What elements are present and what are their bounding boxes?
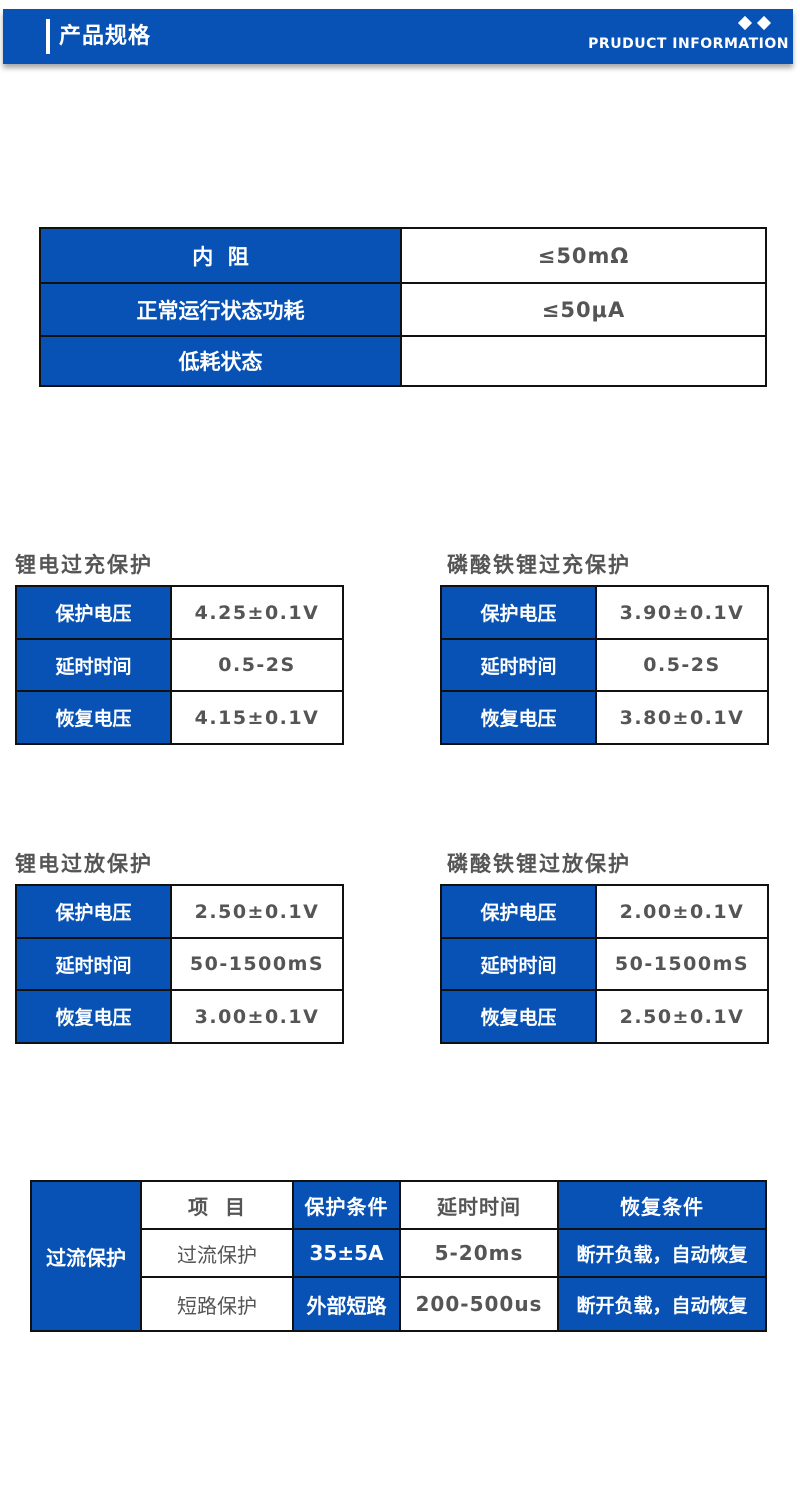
spec-label: 延时时间 <box>15 937 172 991</box>
spec-value: 3.90±0.1V <box>595 585 769 640</box>
diamond-decoration <box>737 15 772 31</box>
item-cell: 短路保护 <box>140 1276 294 1332</box>
spec-label: 恢复电压 <box>440 989 597 1044</box>
table-row: 延时时间 0.5-2S <box>440 638 769 692</box>
spec-value <box>400 335 767 387</box>
table-row: 恢复电压 3.80±0.1V <box>440 690 769 745</box>
spec-value: 4.25±0.1V <box>170 585 344 640</box>
table-row: 内 阻 ≤50mΩ <box>40 227 767 284</box>
table-row: 过流保护 35±5A 5-20ms 断开负载，自动恢复 <box>31 1228 767 1278</box>
spec-value: 4.15±0.1V <box>170 690 344 745</box>
li-overdischarge-title: 锂电过放保护 <box>15 852 153 876</box>
spec-label: 保护电压 <box>15 585 172 640</box>
column-header-item: 项 目 <box>140 1180 294 1230</box>
spec-value: ≤50mΩ <box>400 227 767 284</box>
spec-value: 50-1500mS <box>170 937 344 991</box>
section-header: 产品规格 PRUDUCT INFORMATION <box>3 9 793 64</box>
column-header-condition: 保护条件 <box>292 1180 401 1230</box>
table-row: 保护电压 3.90±0.1V <box>440 585 769 640</box>
table-row: 低耗状态 <box>40 335 767 387</box>
diamond-icon <box>737 15 753 31</box>
lfp-overcharge-title: 磷酸铁锂过充保护 <box>447 553 631 577</box>
overcurrent-table: 过流保护 项 目 保护条件 延时时间 恢复条件 过流保护 35±5A 5-20m… <box>30 1180 767 1332</box>
spec-value: ≤50μA <box>400 282 767 337</box>
lfp-overcharge-table: 保护电压 3.90±0.1V 延时时间 0.5-2S 恢复电压 3.80±0.1… <box>440 585 769 745</box>
spec-label: 延时时间 <box>440 937 597 991</box>
spec-label: 低耗状态 <box>40 335 402 387</box>
header-subtitle-en: PRUDUCT INFORMATION <box>588 36 789 52</box>
table-row: 保护电压 2.50±0.1V <box>15 884 344 939</box>
spec-label: 保护电压 <box>15 884 172 939</box>
header-accent-bar <box>46 19 50 54</box>
page-title: 产品规格 <box>59 24 152 49</box>
recovery-cell: 断开负载，自动恢复 <box>557 1228 767 1278</box>
spec-label: 恢复电压 <box>15 989 172 1044</box>
column-header-delay: 延时时间 <box>399 1180 559 1230</box>
li-overcharge-table: 保护电压 4.25±0.1V 延时时间 0.5-2S 恢复电压 4.15±0.1… <box>15 585 344 745</box>
table-row: 保护电压 4.25±0.1V <box>15 585 344 640</box>
spec-value: 50-1500mS <box>595 937 769 991</box>
li-overdischarge-table: 保护电压 2.50±0.1V 延时时间 50-1500mS 恢复电压 3.00±… <box>15 884 344 1044</box>
spec-label: 延时时间 <box>440 638 597 692</box>
delay-cell: 5-20ms <box>399 1228 559 1278</box>
spec-value: 2.50±0.1V <box>170 884 344 939</box>
spec-value: 3.00±0.1V <box>170 989 344 1044</box>
diamond-icon <box>756 15 772 31</box>
li-overcharge-title: 锂电过充保护 <box>15 553 153 577</box>
condition-cell: 外部短路 <box>292 1276 401 1332</box>
spec-label: 延时时间 <box>15 638 172 692</box>
table-row: 恢复电压 3.00±0.1V <box>15 989 344 1044</box>
spec-label: 保护电压 <box>440 884 597 939</box>
spec-label: 恢复电压 <box>440 690 597 745</box>
lfp-overdischarge-table: 保护电压 2.00±0.1V 延时时间 50-1500mS 恢复电压 2.50±… <box>440 884 769 1044</box>
spec-label: 内 阻 <box>40 227 402 284</box>
item-cell: 过流保护 <box>140 1228 294 1278</box>
table-row: 延时时间 50-1500mS <box>440 937 769 991</box>
basic-specs-table: 内 阻 ≤50mΩ 正常运行状态功耗 ≤50μA 低耗状态 <box>39 227 767 387</box>
table-row: 正常运行状态功耗 ≤50μA <box>40 282 767 337</box>
spec-value: 0.5-2S <box>170 638 344 692</box>
lfp-overdischarge-title: 磷酸铁锂过放保护 <box>447 852 631 876</box>
delay-cell: 200-500us <box>399 1276 559 1332</box>
table-row: 恢复电压 2.50±0.1V <box>440 989 769 1044</box>
spec-value: 2.50±0.1V <box>595 989 769 1044</box>
spec-value: 3.80±0.1V <box>595 690 769 745</box>
group-label: 过流保护 <box>30 1180 142 1332</box>
table-row: 保护电压 2.00±0.1V <box>440 884 769 939</box>
table-row: 短路保护 外部短路 200-500us 断开负载，自动恢复 <box>31 1276 767 1332</box>
spec-label: 保护电压 <box>440 585 597 640</box>
spec-label: 恢复电压 <box>15 690 172 745</box>
table-row: 延时时间 0.5-2S <box>15 638 344 692</box>
spec-label: 正常运行状态功耗 <box>40 282 402 337</box>
spec-value: 2.00±0.1V <box>595 884 769 939</box>
table-row: 延时时间 50-1500mS <box>15 937 344 991</box>
recovery-cell: 断开负载，自动恢复 <box>557 1276 767 1332</box>
condition-cell: 35±5A <box>292 1228 401 1278</box>
spec-value: 0.5-2S <box>595 638 769 692</box>
table-row: 恢复电压 4.15±0.1V <box>15 690 344 745</box>
column-header-recovery: 恢复条件 <box>557 1180 767 1230</box>
table-header-row: 过流保护 项 目 保护条件 延时时间 恢复条件 <box>30 1180 767 1332</box>
